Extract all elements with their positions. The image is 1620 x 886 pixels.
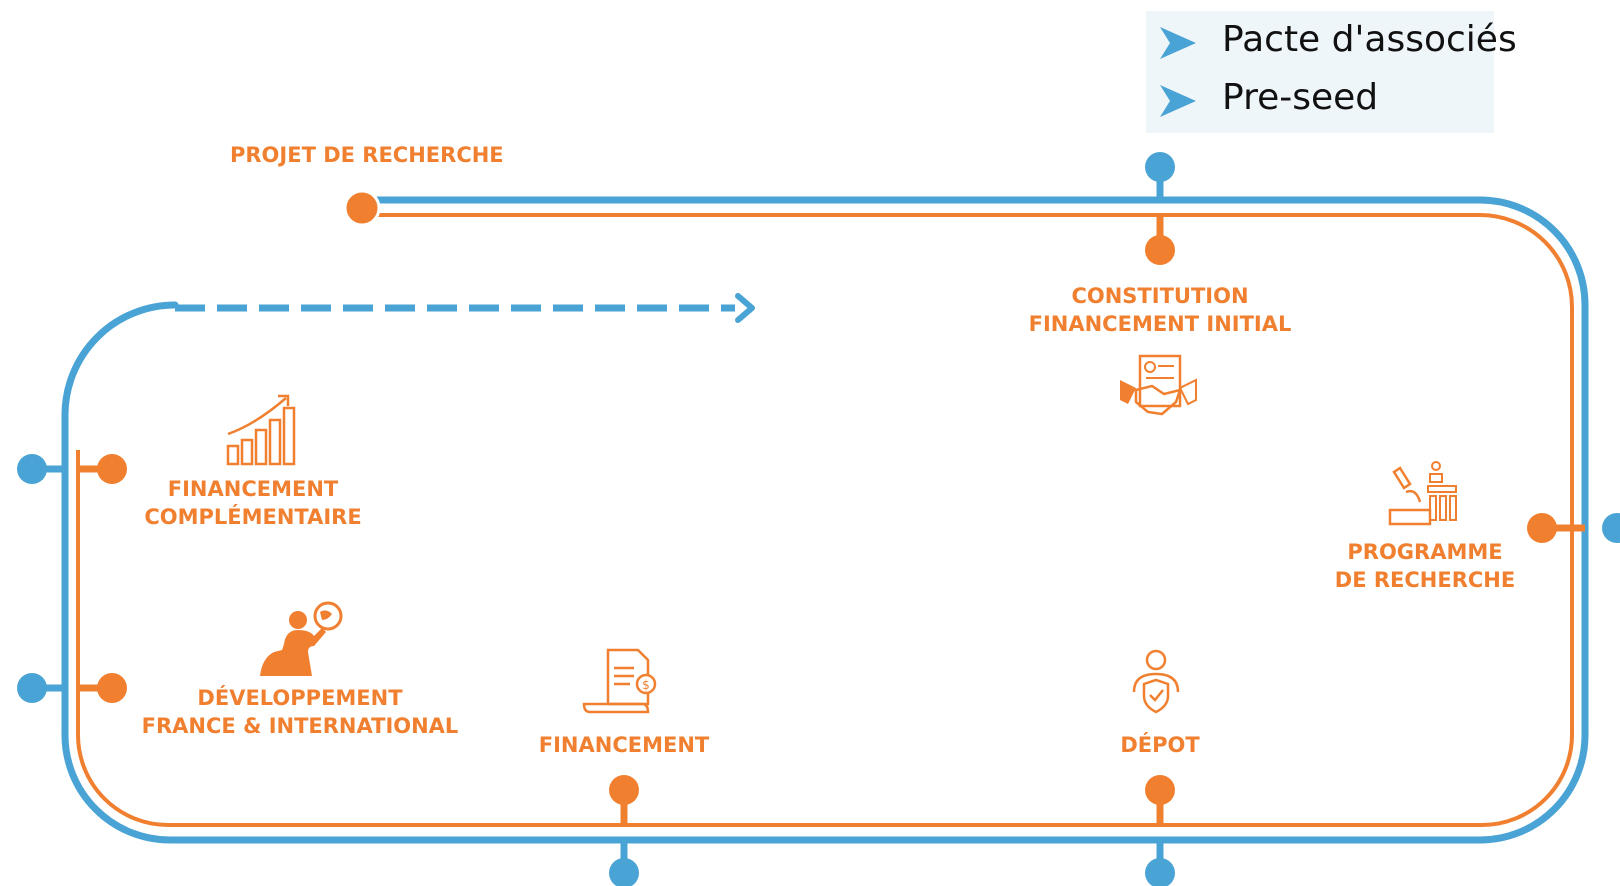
callout-item: Pre-seed <box>1146 71 1494 127</box>
microscope-lab-icon <box>1388 461 1457 526</box>
triangle-bullet-icon <box>1160 27 1196 59</box>
invoice-scroll-icon: $ <box>582 648 657 714</box>
triangle-bullet-icon <box>1160 85 1196 117</box>
arrow-head <box>735 293 755 323</box>
start-node <box>343 189 381 227</box>
orange-track <box>76 213 1574 827</box>
node-right-blue <box>1602 513 1620 543</box>
node-fc-orange <box>97 454 127 484</box>
node-depot-orange <box>1145 775 1175 805</box>
label-programme: PROGRAMME DE RECHERCHE <box>1334 540 1516 592</box>
node-top-blue <box>1145 152 1175 182</box>
growth-bars-icon <box>226 394 296 466</box>
node-depot-blue <box>1145 858 1175 886</box>
label-financement: FINANCEMENT <box>538 733 710 757</box>
svg-text:$: $ <box>642 678 650 692</box>
node-fc-blue <box>17 454 47 484</box>
person-shield-icon <box>1132 649 1180 714</box>
person-globe-icon <box>260 601 343 676</box>
handshake-contract-icon <box>1120 354 1197 416</box>
callout-item: Pacte d'associés <box>1146 13 1517 69</box>
label-financement-complementaire: FINANCEMENT COMPLÉMENTAIRE <box>144 477 362 529</box>
callout-item-label: Pre-seed <box>1222 77 1379 118</box>
label-developpement: DÉVELOPPEMENT FRANCE & INTERNATIONAL <box>141 686 459 738</box>
node-financement-orange <box>609 775 639 805</box>
label-constitution: CONSTITUTION FINANCEMENT INITIAL <box>1028 284 1292 336</box>
node-dev-orange <box>97 673 127 703</box>
label-depot: DÉPOT <box>1120 733 1200 757</box>
node-right-orange <box>1527 513 1557 543</box>
node-dev-blue <box>17 673 47 703</box>
blue-track <box>61 196 1589 844</box>
node-top-orange <box>1145 235 1175 265</box>
callout-box: Pacte d'associés Pre-seed <box>1146 11 1517 133</box>
callout-item-label: Pacte d'associés <box>1222 19 1517 60</box>
node-financement-blue <box>609 858 639 886</box>
label-projet-recherche: PROJET DE RECHERCHE <box>230 143 504 167</box>
